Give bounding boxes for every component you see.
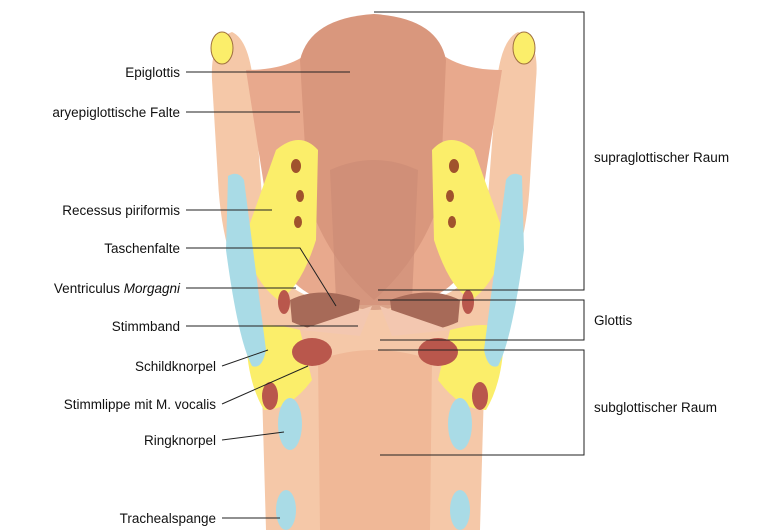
label-glottis: Glottis <box>594 313 633 328</box>
label-recessus: Recessus piriformis <box>62 203 180 218</box>
lumen <box>330 160 418 310</box>
label-aryepiglottic: aryepiglottische Falte <box>52 105 180 120</box>
muscle-mid-left <box>278 290 290 314</box>
label-ventriculus-prefix: Ventriculus <box>54 281 124 296</box>
label-stimmband: Stimmband <box>112 319 180 334</box>
trachea <box>318 350 432 530</box>
arytenoid-left <box>211 32 233 64</box>
label-epiglottis: Epiglottis <box>125 65 180 80</box>
label-supraglottisch: supraglottischer Raum <box>594 150 729 165</box>
muscle-lower-right <box>472 382 488 410</box>
label-ventriculus: Ventriculus Morgagni <box>54 281 181 296</box>
cricoid-right <box>448 398 472 450</box>
label-ringknorpel: Ringknorpel <box>144 433 216 448</box>
label-taschenfalte: Taschenfalte <box>104 241 180 256</box>
label-ventriculus-italic: Morgagni <box>124 281 181 296</box>
label-subglottisch: subglottischer Raum <box>594 400 717 415</box>
vocalis-left <box>292 338 332 366</box>
label-trachealspange: Trachealspange <box>120 511 216 526</box>
muscle-lower-left <box>262 382 278 410</box>
label-schildknorpel: Schildknorpel <box>135 359 216 374</box>
tracheal-ring-left <box>276 490 296 530</box>
label-stimmlippe: Stimmlippe mit M. vocalis <box>64 397 217 412</box>
muscle-mid-right <box>462 290 474 314</box>
arytenoid-right <box>513 32 535 64</box>
tracheal-ring-right <box>450 490 470 530</box>
cricoid-left <box>278 398 302 450</box>
vocalis-right <box>418 338 458 366</box>
